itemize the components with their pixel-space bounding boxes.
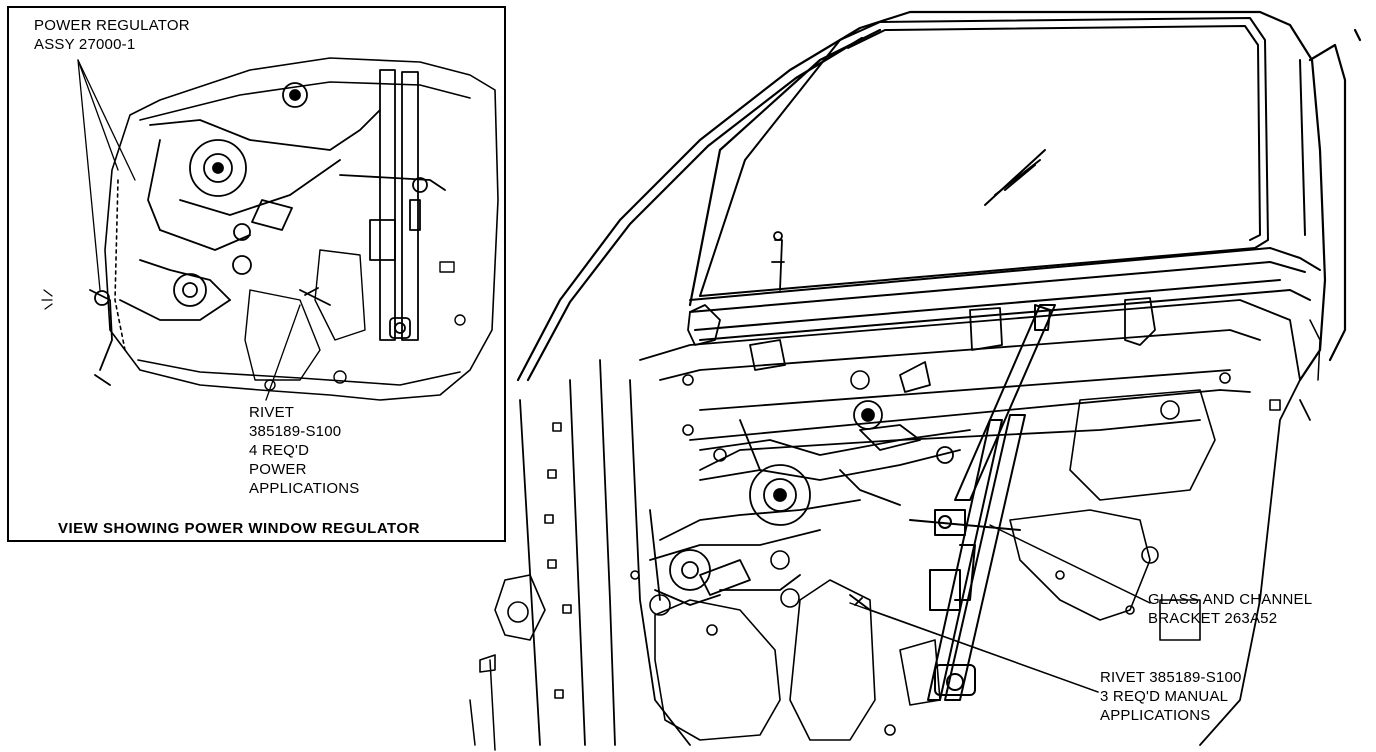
- power-regulator-label-line1: POWER REGULATOR: [34, 17, 190, 34]
- rivet-manual-label-line2: 3 REQ'D MANUAL: [1100, 688, 1229, 705]
- power-regulator-label-line2: ASSY 27000-1: [34, 36, 136, 53]
- window-glass: [699, 17, 1306, 297]
- inset-openings: [244, 249, 466, 391]
- inset-frame: [7, 6, 506, 542]
- rivet-power-label-line3: 4 REQ'D: [249, 442, 310, 459]
- inset-channel: [339, 69, 446, 341]
- rivet-power-label: RIVET 385189-S100 4 REQ'D POWER APPLICAT…: [249, 403, 359, 498]
- glass-bracket-label-line1: GLASS AND CHANNEL: [1148, 591, 1313, 608]
- inset-sparks: [41, 289, 53, 310]
- inset-regulator-assembly: [89, 82, 381, 386]
- rivet-power-label-line5: APPLICATIONS: [249, 480, 360, 497]
- rivet-power-label-line1: RIVET: [249, 404, 295, 421]
- upper-clips: [687, 231, 1156, 393]
- inset-leader-lines: [77, 59, 301, 401]
- glass-bracket-label: GLASS AND CHANNEL BRACKET 263A52: [1148, 590, 1312, 628]
- rivet-power-label-line2: 385189-S100: [249, 423, 342, 440]
- rivet-manual-label-line3: APPLICATIONS: [1100, 707, 1211, 724]
- rivet-manual-label: RIVET 385189-S100 3 REQ'D MANUAL APPLICA…: [1100, 668, 1242, 725]
- power-regulator-label: POWER REGULATOR ASSY 27000-1: [34, 16, 190, 54]
- door-openings: [479, 389, 1216, 741]
- inset-caption: VIEW SHOWING POWER WINDOW REGULATOR: [58, 520, 420, 537]
- door-outer-frame: [516, 10, 1362, 382]
- inset-door-inner-panel: [104, 57, 499, 401]
- door-edge-details: [469, 319, 1321, 751]
- rivet-power-label-line4: POWER: [249, 461, 307, 478]
- main-leader-lines: [849, 524, 1151, 693]
- main-regulator-assembly: [649, 400, 971, 611]
- glass-bracket-label-line2: BRACKET 263A52: [1148, 610, 1278, 627]
- belt-line: [689, 247, 1321, 341]
- rivet-manual-label-line1: RIVET 385189-S100: [1100, 669, 1242, 686]
- window-channel: [909, 304, 1056, 701]
